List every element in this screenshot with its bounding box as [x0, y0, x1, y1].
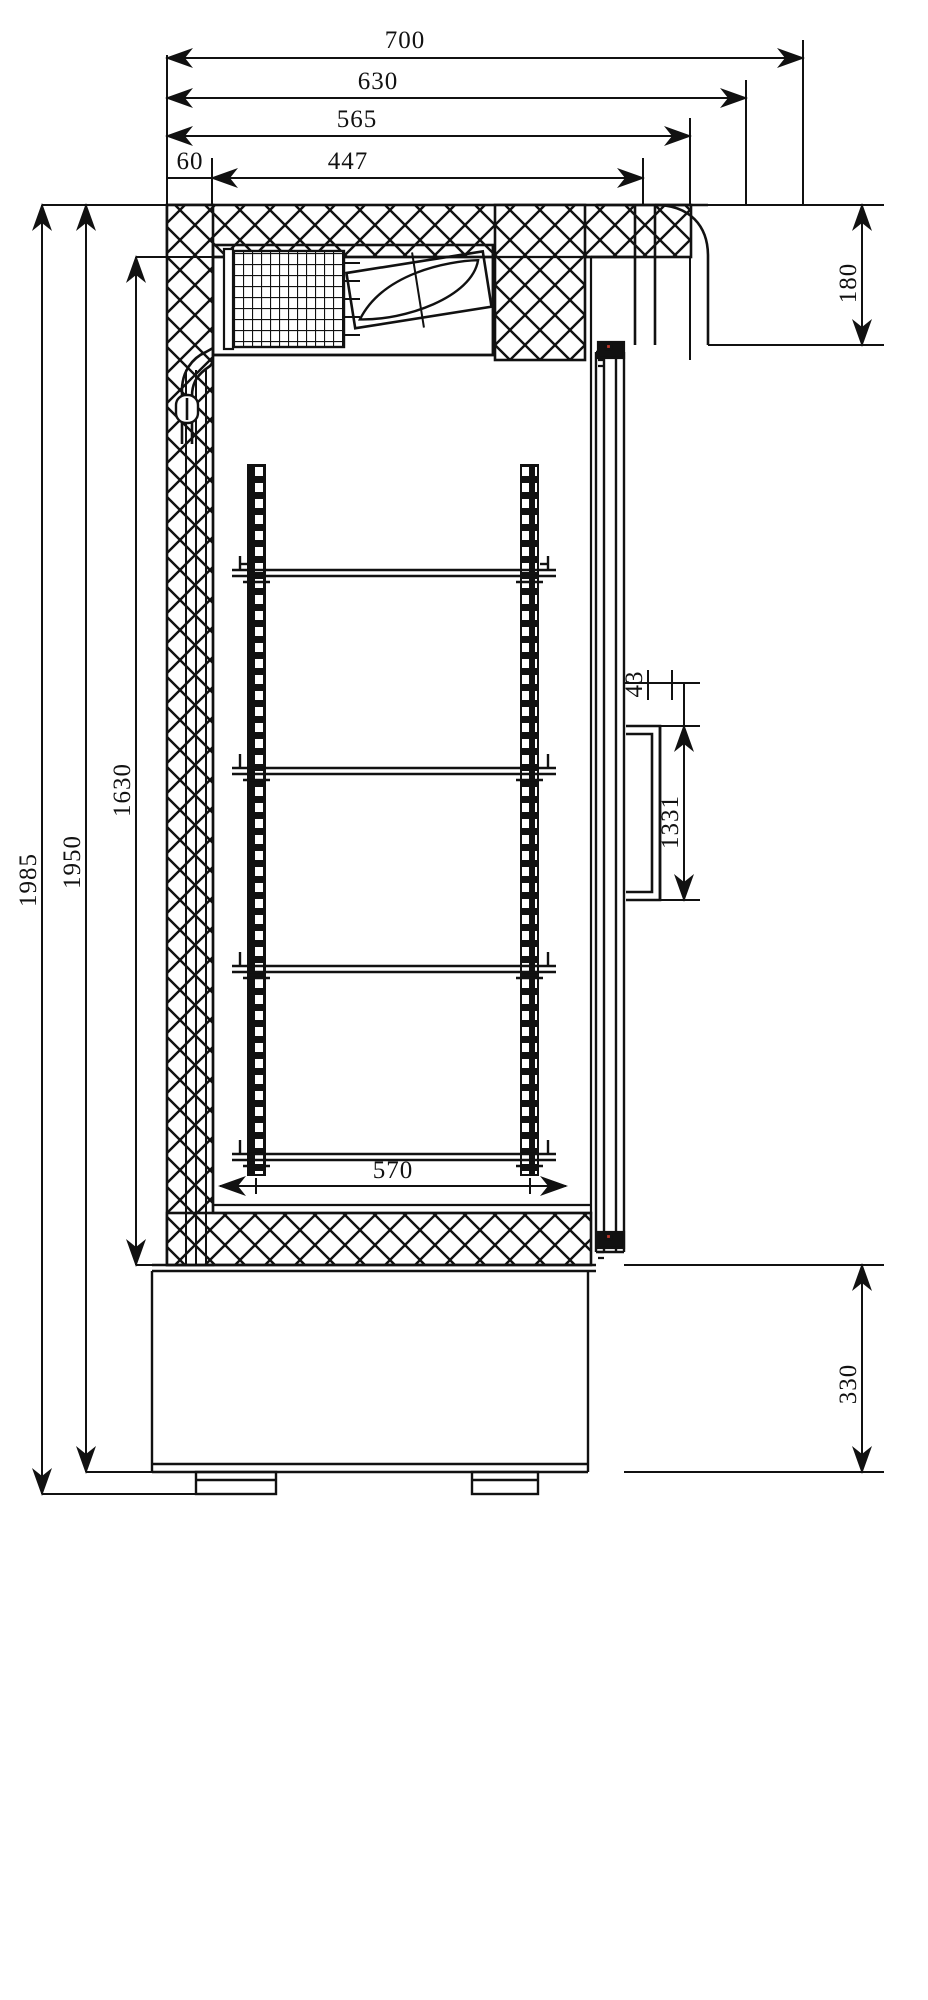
- dimension-43: [647, 670, 673, 700]
- dim-label-630: 630: [358, 68, 399, 95]
- base-plinth: [150, 1263, 596, 1474]
- dim-label-180: 180: [835, 263, 862, 304]
- dim-label-1985: 1985: [15, 853, 42, 907]
- wire-shelf: [232, 754, 556, 782]
- dim-label-570: 570: [373, 1157, 414, 1184]
- wire-shelf: [232, 556, 556, 584]
- evaporator-bay: [211, 243, 495, 357]
- dim-label-700: 700: [385, 27, 426, 54]
- evaporator-shelf-plate: [213, 245, 495, 357]
- drain-pipe: [174, 346, 215, 444]
- door-hinge-bottom: [596, 1230, 626, 1260]
- door-hinge-top: [596, 340, 626, 368]
- dimension-570: [218, 1176, 568, 1196]
- liner-wall-lines: [185, 370, 207, 1265]
- inner-liner: [211, 255, 593, 1215]
- shelf-support-left: [247, 464, 266, 1176]
- bottom-insulated-slab: [165, 1211, 593, 1267]
- dim-label-43: 43: [621, 671, 648, 698]
- dim-label-1630: 1630: [109, 763, 136, 817]
- dim-label-1950: 1950: [59, 835, 86, 889]
- dim-label-330: 330: [835, 1364, 862, 1405]
- evaporator-coil: [222, 247, 360, 351]
- wire-shelf: [232, 952, 556, 980]
- dim-label-565: 565: [337, 106, 378, 133]
- levelling-foot: [194, 1470, 278, 1496]
- dim-label-447: 447: [328, 148, 369, 175]
- evaporator-fan-blade: [344, 249, 494, 330]
- door-handle: [626, 724, 662, 902]
- shelf-support-right: [520, 464, 539, 1176]
- top-canopy: [165, 203, 693, 362]
- dim-extension-lines-left: [42, 204, 213, 1495]
- dim-label-1331: 1331: [657, 795, 684, 849]
- door-top-profile: [591, 203, 710, 345]
- wire-shelf: [232, 1140, 556, 1168]
- dim-label-60: 60: [177, 148, 204, 175]
- levelling-foot: [470, 1470, 540, 1496]
- glass-door-assembly: [594, 350, 626, 1254]
